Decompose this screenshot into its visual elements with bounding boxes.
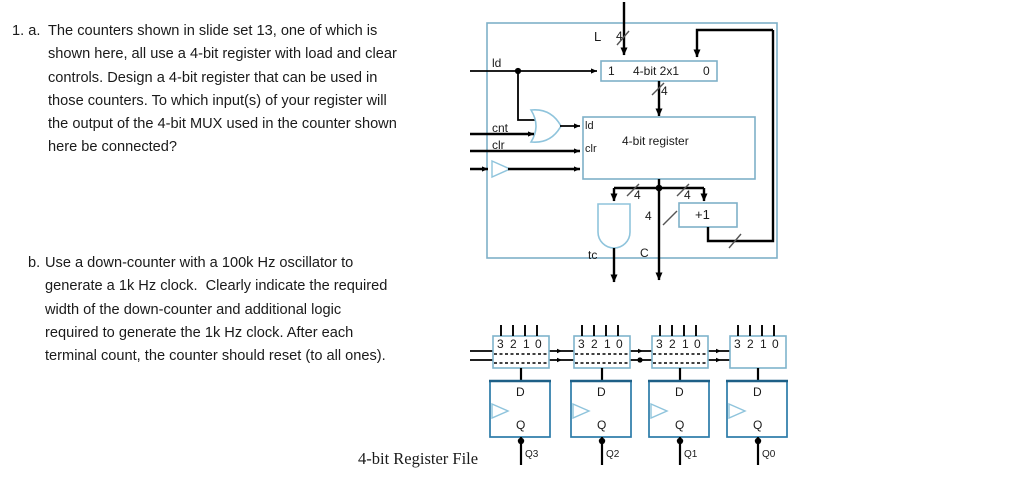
and-gate [597,203,631,249]
mux-label-q0-1: 1 [760,337,767,351]
output-junction-q0 [754,437,762,445]
bus-junction-1 [637,357,643,363]
label-input-cnt: cnt [492,121,509,135]
junction-reg-out [655,184,663,192]
ff-port-q-q1: Q [675,418,685,432]
label-mux-name: 4-bit 2x1 [633,64,680,78]
or-gate [529,109,562,143]
bus-tick-3 [638,348,643,354]
ff-port-d-q1: D [675,385,684,399]
ff-port-d-q0: D [753,385,762,399]
bus-tick-4 [638,357,643,363]
label-output-c: C [640,246,649,260]
mux-label-q1-1: 1 [682,337,689,351]
label-load-data: L [594,29,602,44]
ff-output-q2: Q2 [606,449,620,460]
mux-label-q3-0: 0 [535,337,542,351]
ff-output-q3: Q3 [525,449,539,460]
label-register-name: 4-bit register [622,134,689,148]
register-file-diagram [470,350,782,361]
ff-port-q-q3: Q [516,418,526,432]
clock-triangle-q0 [728,402,747,420]
label-mux-out-width: 4 [661,84,668,98]
junction-ld [514,67,522,75]
ff-output-q0: Q0 [762,449,776,460]
label-mux-input-0: 0 [703,64,710,78]
label-width-and-branch: 4 [634,188,641,202]
question-1a-body: The counters shown in slide set 13, one … [48,23,397,156]
slash-inc-feedback [728,233,742,249]
mux-label-q3-1: 1 [523,337,530,351]
mux-label-q0-2: 2 [747,337,754,351]
mux-label-q1-0: 0 [694,337,701,351]
mux-label-q0-3: 3 [734,337,741,351]
mux-label-q2-1: 1 [604,337,611,351]
bus-tick-1 [557,348,562,354]
output-junction-q3 [517,437,525,445]
label-width-inc-branch: 4 [684,188,691,202]
mux-label-q3-3: 3 [497,337,504,351]
label-load-data-width: 4 [616,29,623,43]
clock-triangle-q3 [491,402,510,420]
ff-port-q-q2: Q [597,418,607,432]
ff-port-d-q3: D [516,385,525,399]
label-input-ld: ld [492,56,502,70]
label-width-count-out: 4 [645,209,652,223]
register-file-caption: 4-bit Register File [358,449,479,468]
register-box [582,116,756,180]
mux-label-q2-2: 2 [591,337,598,351]
mux-label-q3-2: 2 [510,337,517,351]
question-1b-marker: b. [28,255,41,271]
wire-ld-branch-to-or [517,71,535,121]
label-register-port-ld: ld [585,120,594,132]
wire-feedback-to-mux0 [693,28,773,58]
ff-port-d-q2: D [597,385,606,399]
register-clock-triangle [583,159,602,179]
clock-triangle-q2 [572,402,591,420]
question-1b-body: Use a down-counter with a 100k Hz oscill… [45,255,388,365]
ff-port-q-q0: Q [753,418,763,432]
label-register-port-clr: clr [585,143,597,155]
mux-label-q1-3: 3 [656,337,663,351]
label-incrementer: +1 [695,207,710,222]
wire-inc-feedback [706,30,775,243]
clock-triangle-outer [491,159,512,179]
output-junction-q2 [598,437,606,445]
bus-tick-2 [557,357,562,363]
bus-tick-5 [716,348,721,354]
label-output-tc: tc [588,248,598,262]
mux-label-q0-0: 0 [772,337,779,351]
output-junction-q1 [676,437,684,445]
ff-output-q1: Q1 [684,449,698,460]
label-mux-input-1: 1 [608,64,615,78]
mux-label-q2-3: 3 [578,337,585,351]
bus-tick-6 [716,357,721,363]
slash-count-out [662,210,678,226]
mux-label-q2-0: 0 [616,337,623,351]
mux-label-q1-2: 2 [669,337,676,351]
question-1a-marker: 1. a. [12,23,41,39]
clock-triangle-q1 [650,402,669,420]
label-input-clr: clr [492,138,505,152]
